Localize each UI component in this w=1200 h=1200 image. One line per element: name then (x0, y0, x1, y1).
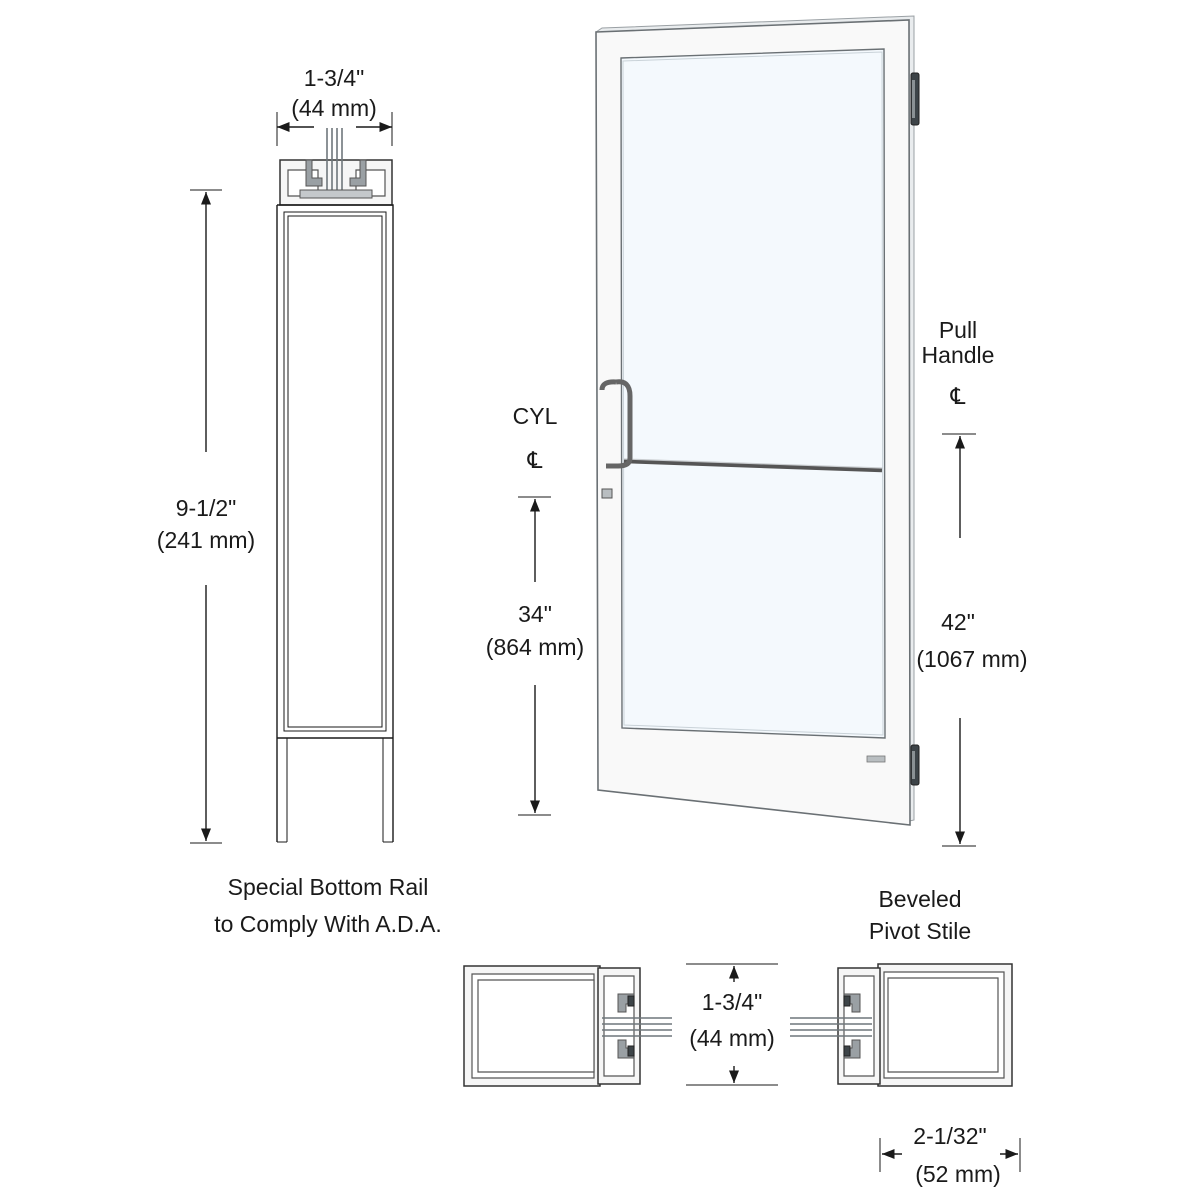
pull-handle-dimension: Pull Handle ℄ 42" (1067 mm) (916, 317, 1028, 847)
door-elevation (595, 15, 920, 826)
stile-width-dimension: 2-1/32" (52 mm) (879, 1123, 1021, 1187)
cylinder-dimension: CYL ℄ 34" (864 mm) (486, 403, 584, 816)
cylinder-height-imperial: 34" (518, 601, 552, 627)
stile-depth-imperial: 1-3/4" (702, 989, 763, 1015)
push-bar (623, 458, 883, 473)
pull-handle-label-line2: Handle (922, 342, 995, 368)
stile-caption-line2: Pivot Stile (869, 918, 971, 944)
stile-width-imperial: 2-1/32" (913, 1123, 986, 1149)
rail-height-metric: (241 mm) (157, 527, 255, 553)
pivot-stile-section (790, 963, 1013, 1087)
rail-caption: Special Bottom Rail to Comply With A.D.A… (214, 874, 442, 937)
stile-caption: Beveled Pivot Stile (869, 886, 971, 944)
stile-caption-line1: Beveled (878, 886, 961, 912)
stile-depth-metric: (44 mm) (689, 1025, 775, 1051)
rail-caption-line1: Special Bottom Rail (228, 874, 429, 900)
rail-extrusion-head (279, 128, 393, 206)
lock-stile-section (463, 965, 672, 1087)
rail-height-dimension: 9-1/2" (241 mm) (157, 189, 255, 844)
cylinder-label: CYL (513, 403, 558, 429)
stile-depth-dimension: 1-3/4" (44 mm) (686, 963, 778, 1086)
door-glass (620, 48, 886, 739)
rail-body (276, 204, 394, 843)
pivot-hinge-top (910, 72, 920, 126)
pull-handle-height-metric: (1067 mm) (916, 646, 1027, 672)
pivot-hinge-bottom (910, 744, 920, 786)
stile-width-metric: (52 mm) (915, 1161, 1001, 1187)
rail-width-imperial: 1-3/4" (304, 65, 365, 91)
rail-width-dimension: 1-3/4" (44 mm) (276, 65, 393, 146)
pull-handle-centerline-symbol: ℄ (950, 383, 966, 409)
rail-width-metric: (44 mm) (291, 95, 377, 121)
rail-height-imperial: 9-1/2" (176, 495, 237, 521)
pull-handle (606, 379, 633, 469)
cylinder-height-metric: (864 mm) (486, 634, 584, 660)
bottom-rail-section: 1-3/4" (44 mm) (157, 65, 442, 937)
pull-handle-height-imperial: 42" (941, 609, 975, 635)
cylinder-lock (601, 488, 613, 499)
pull-handle-label-line1: Pull (939, 317, 977, 343)
cylinder-centerline-symbol: ℄ (527, 447, 543, 473)
rail-caption-line2: to Comply With A.D.A. (214, 911, 442, 937)
